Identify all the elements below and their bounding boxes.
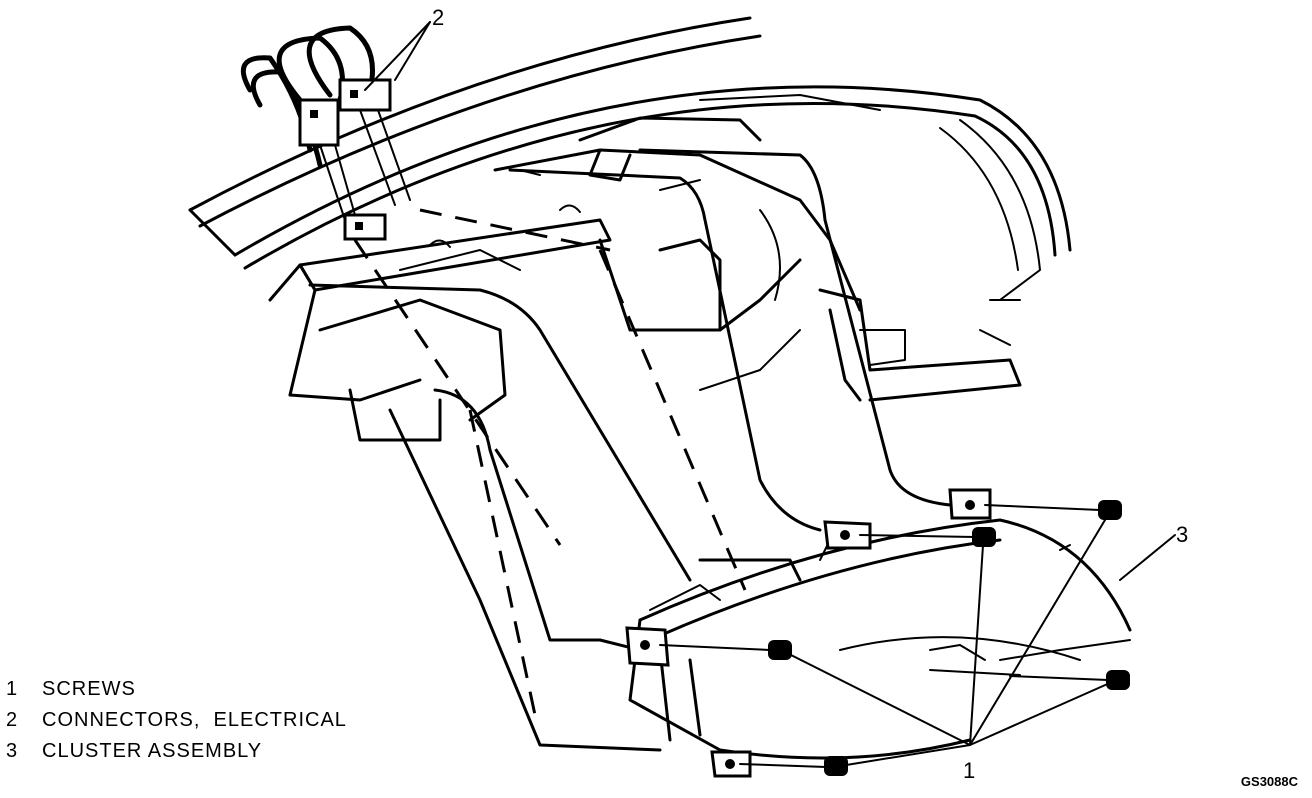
legend-label: SCREWS bbox=[42, 678, 136, 700]
leader-lines bbox=[364, 21, 1176, 767]
legend: 1 SCREWS 2 CONNECTORS, ELECTRICAL 3 CLUSTER… bbox=[6, 674, 347, 767]
figure-code: GS3088C bbox=[1240, 774, 1298, 789]
legend-number: 2 bbox=[6, 709, 19, 731]
windshield-rails bbox=[188, 16, 1072, 301]
legend-number: 1 bbox=[6, 678, 19, 700]
cluster-assembly bbox=[628, 518, 1132, 760]
alignment-lines bbox=[353, 208, 747, 716]
callout-1: 1 bbox=[963, 758, 975, 783]
callout-2: 2 bbox=[432, 5, 444, 30]
wire-harness-connectors bbox=[240, 25, 411, 241]
legend-item-screws: 1 SCREWS bbox=[6, 674, 347, 705]
dash-structure bbox=[268, 94, 1022, 442]
callout-3: 3 bbox=[1176, 522, 1188, 547]
screws bbox=[659, 500, 1130, 776]
guide-lines bbox=[308, 148, 952, 752]
screw bbox=[659, 640, 792, 660]
screw bbox=[739, 756, 848, 776]
legend-number: 3 bbox=[6, 740, 19, 762]
legend-item-connectors: 2 CONNECTORS, ELECTRICAL bbox=[6, 705, 347, 736]
legend-item-cluster: 3 CLUSTER ASSEMBLY bbox=[6, 736, 347, 767]
legend-label: CLUSTER ASSEMBLY bbox=[42, 740, 263, 762]
legend-label: CONNECTORS, ELECTRICAL bbox=[42, 709, 347, 731]
screw bbox=[1009, 670, 1130, 690]
screw bbox=[984, 500, 1122, 520]
screw bbox=[859, 527, 996, 547]
mounting-tabs bbox=[625, 488, 992, 778]
